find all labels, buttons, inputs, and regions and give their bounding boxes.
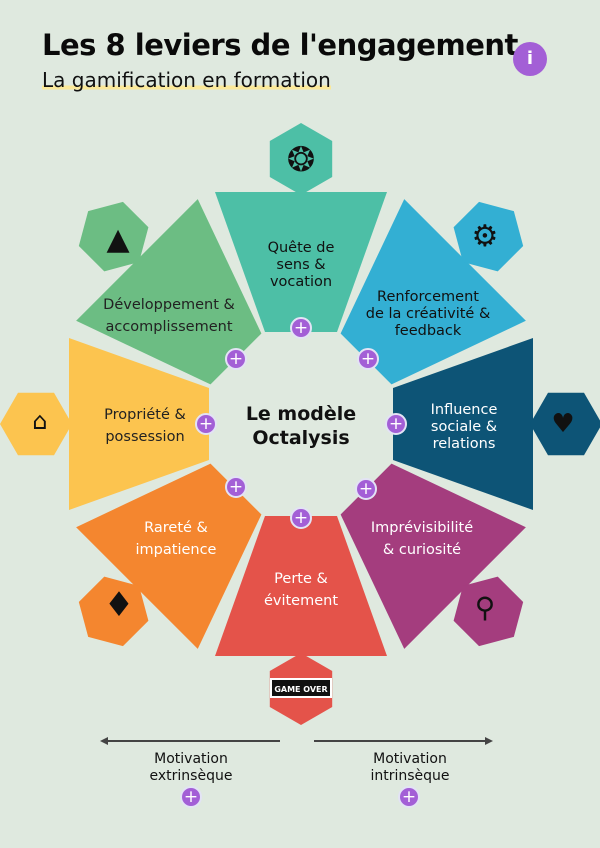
label-line: de la créativité & bbox=[365, 306, 491, 322]
label-line: relations bbox=[432, 436, 496, 452]
lever-hexagon-sens bbox=[269, 123, 333, 195]
label-line: Renforcement bbox=[377, 289, 479, 305]
page-title: Les 8 leviers de l'engagement bbox=[42, 28, 518, 62]
lever-social bbox=[393, 338, 600, 510]
plus-button-social[interactable]: + bbox=[385, 413, 407, 435]
lever-creativite bbox=[340, 199, 526, 385]
social-people-icon: ♥ bbox=[551, 409, 575, 439]
label-line: Motivation bbox=[373, 751, 447, 767]
plus-button-extrinsic[interactable]: + bbox=[180, 786, 202, 808]
lever-rarete bbox=[76, 463, 262, 649]
plus-button-propriete[interactable]: + bbox=[195, 413, 217, 435]
plus-button-creativite[interactable]: + bbox=[357, 348, 379, 370]
idea-search-icon: ⚲ bbox=[474, 591, 496, 624]
arrow-extrinsic-head bbox=[100, 737, 108, 745]
gears-hands-icon: ⚙ bbox=[471, 219, 499, 254]
label-line: accomplissement bbox=[105, 319, 233, 335]
label-line: Motivation bbox=[154, 751, 228, 767]
lever-sens bbox=[215, 123, 387, 332]
mountain-flag-icon: ▲ bbox=[106, 222, 130, 257]
label-line: extrinsèque bbox=[149, 768, 233, 784]
label-line: Influence bbox=[430, 402, 498, 418]
lever-hexagon-social bbox=[530, 392, 600, 456]
center-title: Le modèle Octalysis bbox=[246, 402, 356, 450]
page-subtitle: La gamification en formation bbox=[42, 68, 331, 92]
label-line: impatience bbox=[135, 542, 217, 558]
lever-label-accomplissement: Développement & accomplissement bbox=[103, 294, 235, 338]
lever-segment-propriete bbox=[69, 338, 209, 510]
label-line: possession bbox=[105, 429, 185, 445]
lever-label-propriete: Propriété & possession bbox=[104, 404, 186, 448]
label-line: Développement & bbox=[103, 297, 235, 313]
lever-accomplissement bbox=[76, 199, 262, 385]
label-line: Quête de bbox=[267, 240, 335, 256]
center-line-2: Octalysis bbox=[252, 427, 350, 449]
lever-segment-creativite bbox=[340, 199, 526, 385]
game-over-sign-icon: GAME OVER bbox=[270, 678, 332, 698]
property-icon: ⌂ bbox=[32, 407, 48, 435]
label-line: intrinsèque bbox=[370, 768, 450, 784]
lever-segment-perte bbox=[215, 516, 387, 656]
label-line: & curiosité bbox=[382, 542, 462, 558]
center-line-1: Le modèle bbox=[245, 403, 357, 425]
label-line: sociale & bbox=[430, 419, 498, 435]
label-line: Propriété & bbox=[104, 407, 186, 423]
lever-hexagon-rarete bbox=[78, 576, 149, 647]
lever-segment-sens bbox=[215, 192, 387, 332]
lever-hexagon-propriete bbox=[0, 392, 72, 456]
plus-button-rarete[interactable]: + bbox=[225, 476, 247, 498]
plus-button-sens[interactable]: + bbox=[290, 317, 312, 339]
label-line: Imprévisibilité bbox=[370, 520, 474, 536]
info-button[interactable]: i bbox=[513, 42, 547, 76]
plus-button-accomplissement[interactable]: + bbox=[225, 348, 247, 370]
lever-hexagon-creativite bbox=[453, 201, 524, 272]
label-line: Rareté & bbox=[144, 520, 208, 536]
lever-label-perte: Perte & évitement bbox=[264, 568, 338, 612]
label-line: Perte & bbox=[274, 571, 328, 587]
plus-button-intrinsic[interactable]: + bbox=[398, 786, 420, 808]
lever-label-curiosite: Imprévisibilité & curiosité bbox=[371, 517, 473, 561]
lever-segment-rarete bbox=[76, 463, 262, 649]
arrow-intrinsic-head bbox=[485, 737, 493, 745]
label-line: sens & bbox=[276, 257, 326, 273]
label-line: vocation bbox=[269, 274, 333, 290]
plus-button-perte[interactable]: + bbox=[290, 507, 312, 529]
lever-segment-social bbox=[393, 338, 533, 510]
label-line: évitement bbox=[263, 593, 339, 609]
lever-hexagon-accomplissement bbox=[78, 201, 149, 272]
lever-segment-curiosite bbox=[340, 463, 526, 649]
lever-segment-accomplissement bbox=[76, 199, 262, 385]
lever-curiosite bbox=[340, 463, 526, 649]
lever-label-rarete: Rareté & impatience bbox=[136, 517, 217, 561]
lever-propriete bbox=[0, 338, 209, 510]
lever-hexagon-curiosite bbox=[453, 576, 524, 647]
label-line: feedback bbox=[394, 323, 462, 339]
plus-button-curiosite[interactable]: + bbox=[355, 478, 377, 500]
diamond-icon: ♦ bbox=[103, 585, 135, 625]
brain-icon: ❂ bbox=[286, 140, 316, 180]
